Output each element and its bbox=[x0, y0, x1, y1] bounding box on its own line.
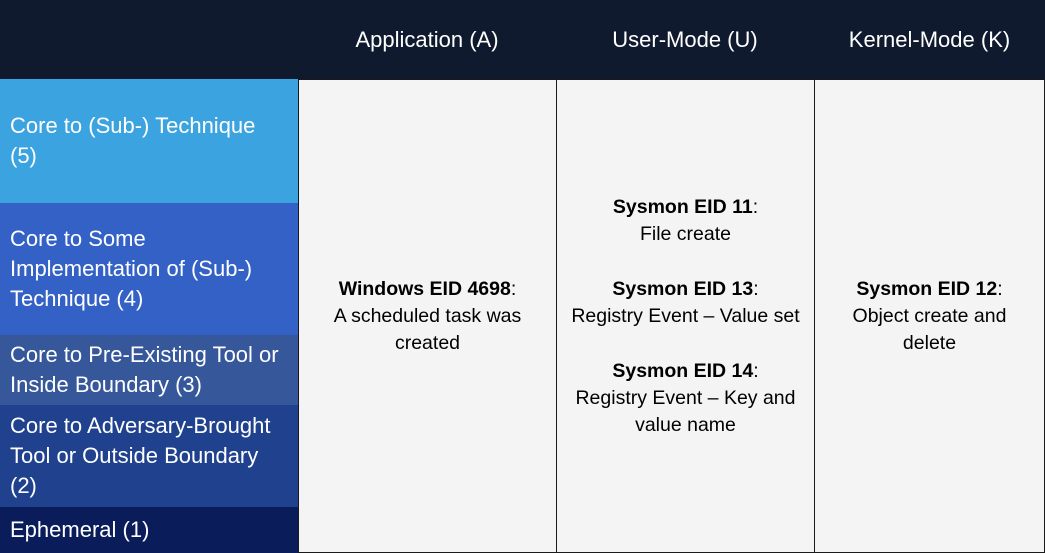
row-label-level-3: Core to Pre-Existing Tool or Inside Boun… bbox=[0, 335, 298, 405]
event-entry: Sysmon EID 12: Object create and delete bbox=[830, 276, 1030, 357]
event-id: Sysmon EID 14 bbox=[612, 359, 754, 382]
column-header-kernel-mode: Kernel-Mode (K) bbox=[848, 26, 1011, 52]
cell-application: Windows EID 4698: A scheduled task was c… bbox=[298, 79, 557, 553]
event-description: Registry Event – Value set bbox=[571, 304, 800, 327]
event-description: A scheduled task was created bbox=[333, 304, 522, 354]
event-entry: Sysmon EID 14: Registry Event – Key and … bbox=[566, 358, 806, 439]
event-id: Sysmon EID 12 bbox=[856, 277, 998, 300]
cell-user-mode: Sysmon EID 11: File create Sysmon EID 13… bbox=[556, 79, 815, 553]
header-bar: Application (A) User-Mode (U) Kernel-Mod… bbox=[0, 0, 1045, 79]
row-label-level-4: Core to Some Implementation of (Sub-) Te… bbox=[0, 203, 298, 335]
event-id: Sysmon EID 13 bbox=[612, 277, 754, 300]
event-description: Object create and delete bbox=[852, 304, 1007, 354]
row-label-level-1: Ephemeral (1) bbox=[0, 507, 298, 553]
cell-kernel-mode: Sysmon EID 12: Object create and delete bbox=[814, 79, 1045, 553]
row-label-level-5: Core to (Sub-) Technique (5) bbox=[0, 79, 298, 203]
event-description: File create bbox=[639, 222, 732, 245]
column-header-application: Application (A) bbox=[355, 26, 499, 52]
row-label-level-2: Core to Adversary-Brought Tool or Outsid… bbox=[0, 405, 298, 507]
column-header-user-mode: User-Mode (U) bbox=[612, 26, 758, 52]
event-id: Windows EID 4698 bbox=[338, 277, 511, 300]
event-entry: Sysmon EID 11: File create bbox=[612, 195, 759, 245]
event-id: Sysmon EID 11 bbox=[612, 195, 753, 218]
event-description: Registry Event – Key and value name bbox=[575, 386, 796, 436]
event-entry: Sysmon EID 13: Registry Event – Value se… bbox=[571, 277, 800, 327]
event-entry: Windows EID 4698: A scheduled task was c… bbox=[333, 277, 522, 354]
